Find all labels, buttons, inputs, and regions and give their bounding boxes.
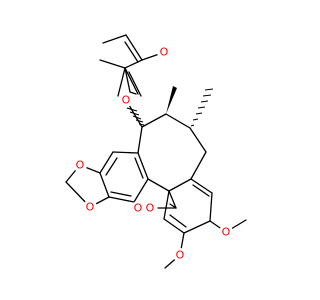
dioxole-oxygen-label-1: O [76,159,85,172]
cyclohexadienone-ring [147,178,247,269]
ester-hash-bond [126,107,145,126]
methyl-wedges [166,86,214,127]
methoxy-oxygen-label-1: O [222,226,231,239]
carbonyl-oxygen-label: O [160,46,169,59]
atom-labels: O O O O O O O O [73,45,233,262]
molecule-canvas: O O O O O O O O [65,34,247,269]
bridge-oxygen-label: O [146,202,155,215]
ketone-oxygen-label: O [134,202,143,215]
ester-oxygen-label: O [122,94,131,107]
angelate-side-chain [99,34,166,97]
dioxole-oxygen-label-2: O [86,201,95,214]
methoxy-oxygen-label-2: O [176,249,185,262]
molecule-structure-drawing: O O O O O O O O [65,34,247,269]
